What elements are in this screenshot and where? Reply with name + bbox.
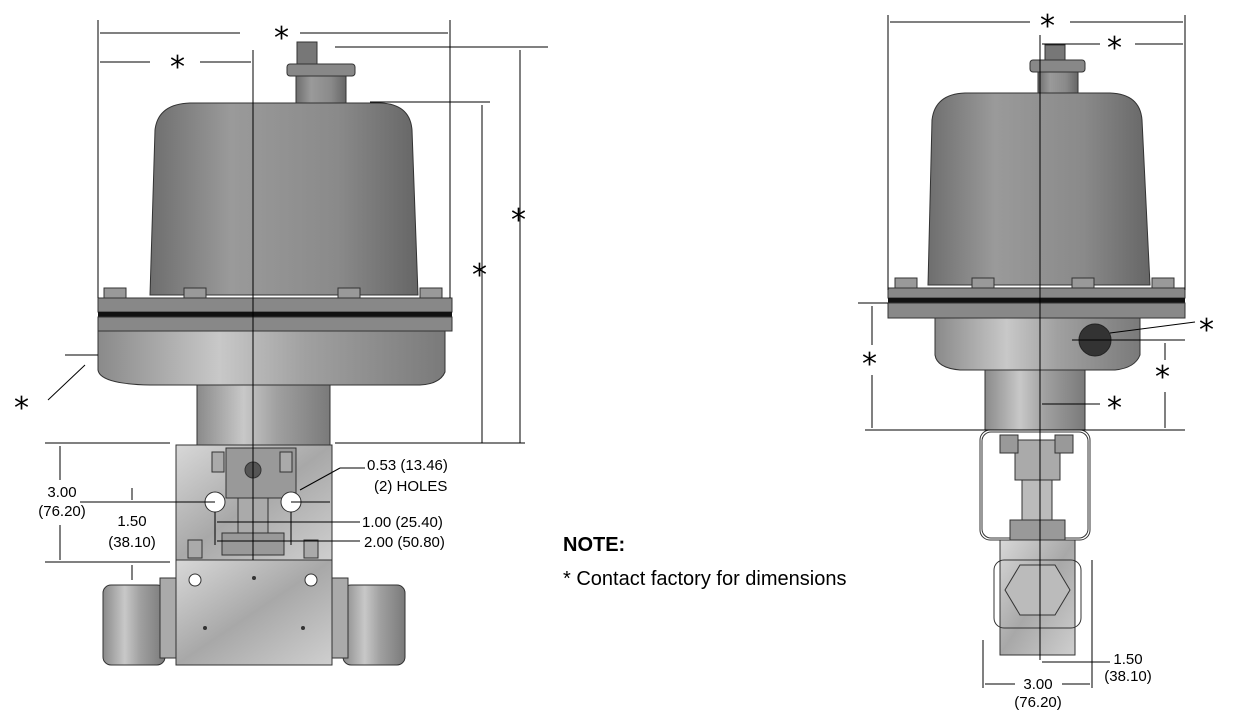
dimension-marker: *	[862, 347, 877, 382]
note-title: NOTE:	[563, 534, 626, 556]
gasket	[98, 312, 452, 317]
hex-nut	[1004, 564, 1071, 616]
dimension-marker: *	[1040, 9, 1055, 44]
height-label-mm: (76.20)	[38, 503, 86, 520]
dimension-marker: *	[472, 258, 487, 293]
actuator-dome	[927, 92, 1151, 286]
inner-spacing-label: 1.00 (25.40)	[362, 514, 443, 531]
flange-plate-lower	[97, 316, 453, 332]
left-dimensions: * * * * * 3.00 (76.20) 1.50 (38.10) 0.53…	[14, 20, 548, 580]
note-text: * Contact factory for dimensions	[563, 568, 847, 590]
outer-spacing-label: 2.00 (50.80)	[364, 534, 445, 551]
dimension-marker: *	[1199, 313, 1214, 348]
dimension-marker: *	[274, 21, 289, 56]
holes-count-label: (2) HOLES	[374, 478, 447, 495]
neck	[196, 384, 331, 446]
right-valve-view	[887, 44, 1186, 656]
flange-plate	[97, 297, 453, 313]
height-label: 3.00	[47, 484, 76, 501]
left-valve-view	[97, 41, 453, 666]
half-width-label: 1.50	[1113, 651, 1142, 668]
stem-housing	[295, 75, 347, 107]
stem-cap	[286, 63, 356, 77]
holes-label: 0.53 (13.46)	[367, 457, 448, 474]
dimension-marker: *	[1107, 391, 1122, 426]
left-fitting	[102, 584, 166, 666]
half-height-label: 1.50	[117, 513, 146, 530]
right-fitting	[342, 584, 406, 666]
half-width-label-mm: (38.10)	[1104, 668, 1152, 685]
dimension-marker: *	[511, 203, 526, 238]
actuator-dome	[149, 102, 419, 296]
dimension-marker: *	[14, 391, 29, 426]
bolts	[103, 287, 443, 301]
lower-housing	[97, 330, 446, 386]
width-label-mm: (76.20)	[1014, 694, 1062, 711]
width-label: 3.00	[1023, 676, 1052, 693]
dimension-marker: *	[1107, 31, 1122, 66]
half-height-label-mm: (38.10)	[108, 534, 156, 551]
dimension-marker: *	[170, 50, 185, 85]
right-dimensions: * * * * * * 1.50 (38.10) 3.00 (76.20)	[858, 9, 1214, 711]
dimension-marker: *	[1155, 360, 1170, 395]
neck	[984, 369, 1086, 431]
